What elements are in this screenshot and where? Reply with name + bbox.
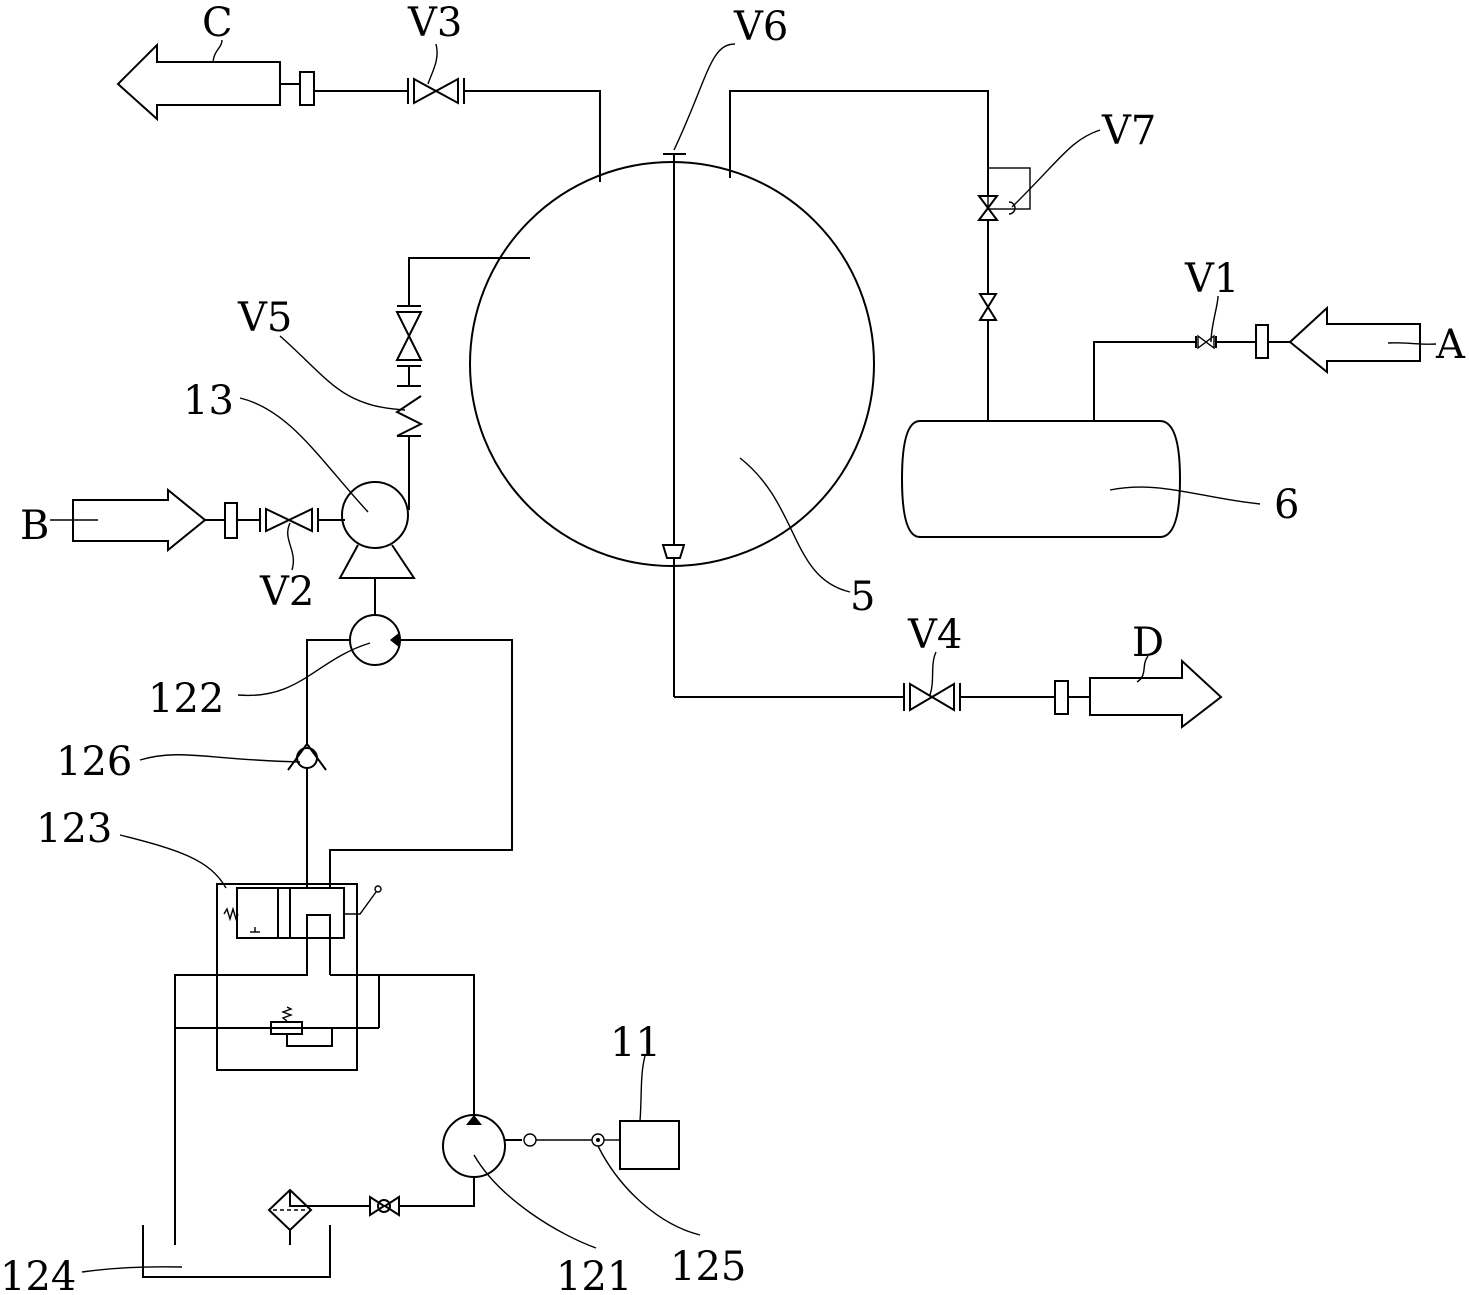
pipe-123-down [174,940,308,1245]
inlet-a-arrow [1288,305,1421,375]
pump-13 [338,481,416,579]
label-d: D [1132,620,1164,666]
pipe-motor-supply [329,639,513,888]
check-valve-upper [978,293,998,321]
label-121: 121 [556,1254,632,1295]
motor-122 [349,614,401,666]
suction-valve [369,1195,400,1217]
pipe-vessel-to-v5 [408,257,530,306]
label-6: 6 [1274,482,1299,528]
label-11: 11 [610,1020,661,1066]
connector-c [280,71,408,106]
connector-a [1216,324,1290,359]
check-valve-v5 [395,385,424,437]
pipe-v3-to-tank [464,90,601,182]
inlet-b-arrow [72,487,207,553]
pipe-filter-to-valve [289,1190,370,1207]
coupling-125 [523,1133,620,1147]
label-b: B [20,503,49,549]
label-v3: V3 [407,0,462,46]
valve-v1 [1195,334,1217,350]
label-126: 126 [56,739,132,785]
label-v1: V1 [1184,256,1239,302]
connector-b [205,502,260,539]
pipe-vessel-to-v7 [729,90,989,195]
label-122: 122 [148,676,224,722]
leader-lines [50,39,1437,1273]
valve-v6-dip-tube [661,153,686,697]
valve-v5 [395,305,423,367]
label-v2: V2 [259,569,314,615]
label-c: C [202,0,233,46]
label-124: 124 [0,1254,76,1295]
outlet-d-arrow [1089,658,1223,730]
outlet-c-arrow [116,42,281,122]
pump-121 [442,1114,506,1178]
label-v4: V4 [907,612,962,658]
directional-valve-123 [216,883,382,1071]
label-13: 13 [183,378,234,424]
electric-motor-11 [619,1120,680,1170]
tank-6 [900,420,1182,538]
valve-v7 [977,167,1031,221]
valve-v3 [407,77,465,105]
valve-v2 [259,507,319,533]
pipe-tank-6-to-v1 [1093,341,1196,421]
connector-d [960,680,1090,715]
pipe-pump-suction [399,1177,475,1207]
check-valve-126 [287,742,327,771]
label-v7: V7 [1101,108,1156,154]
label-5: 5 [850,574,875,620]
pipe-123-supply [330,974,475,1122]
label-123: 123 [36,806,112,852]
vessel-5 [469,161,875,567]
label-125: 125 [670,1244,746,1290]
relief-valve [175,975,380,1047]
label-v6: V6 [733,4,788,50]
label-a: A [1435,322,1466,368]
label-v5: V5 [237,295,292,341]
reservoir-124 [142,1225,331,1278]
pipe-motor-return [306,639,350,744]
